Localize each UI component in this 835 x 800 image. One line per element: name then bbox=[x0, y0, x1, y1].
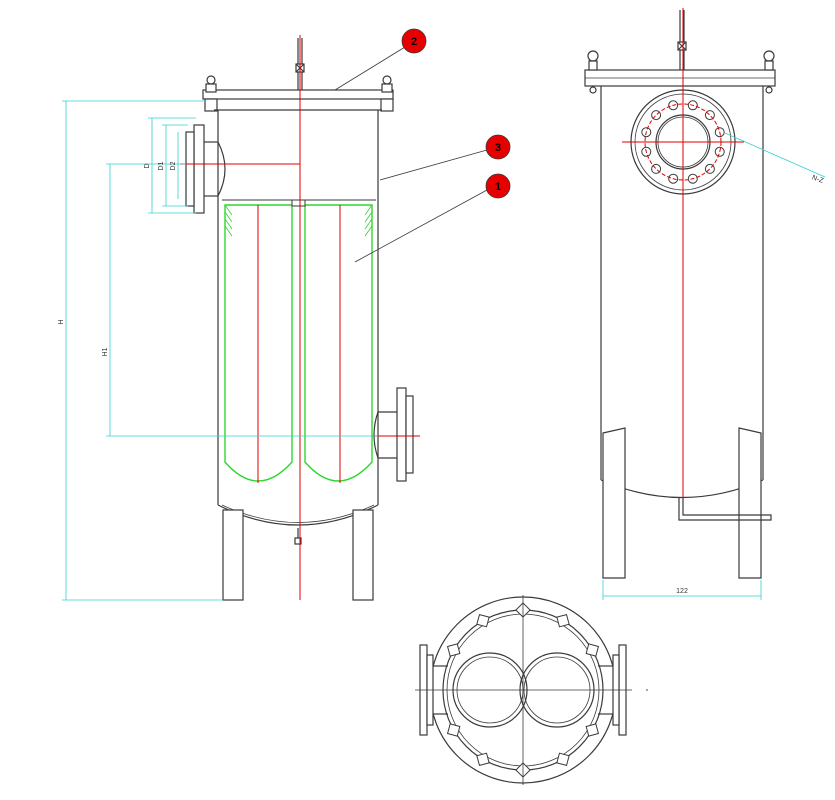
side-dimensions bbox=[602, 132, 826, 600]
lid-eye-bolt-right bbox=[380, 75, 394, 112]
outlet-nozzle bbox=[373, 387, 414, 482]
inlet-nozzle bbox=[185, 124, 226, 214]
callout-leaders bbox=[334, 46, 488, 263]
dimension-h-label: H bbox=[58, 319, 65, 324]
support-leg-right bbox=[352, 509, 374, 601]
side-centerlines bbox=[622, 8, 744, 498]
top-centerlines bbox=[415, 595, 632, 785]
side-eye-bolt-left bbox=[587, 50, 599, 94]
lid-clamp bbox=[585, 643, 600, 657]
dimension-bolt-holes-label: N-Z bbox=[811, 174, 825, 185]
side-view bbox=[584, 10, 776, 579]
side-vent-valve bbox=[677, 10, 687, 70]
svg-text:2: 2 bbox=[411, 36, 417, 48]
dimension-d1-label: D1 bbox=[158, 161, 165, 170]
filter-bag-left bbox=[224, 204, 293, 482]
dimension-h1-label: H1 bbox=[102, 347, 109, 356]
lid-clamp bbox=[556, 752, 570, 767]
front-dimensions bbox=[62, 100, 378, 601]
side-drain-pipe bbox=[678, 498, 772, 521]
svg-text:1: 1 bbox=[495, 181, 501, 193]
filter-bag-right bbox=[304, 204, 373, 482]
dimension-leg-span-label: 122 bbox=[676, 588, 688, 595]
side-leg-left bbox=[602, 427, 626, 579]
lid-eye-bolt-left bbox=[204, 75, 218, 112]
side-eye-bolt-right bbox=[763, 50, 775, 94]
support-leg-left bbox=[222, 509, 244, 601]
front-centerlines bbox=[180, 35, 420, 600]
lid-clamp bbox=[446, 723, 461, 737]
dimension-d2-label: D2 bbox=[170, 161, 177, 170]
lid-clamp bbox=[556, 613, 570, 628]
top-lid-clamps bbox=[446, 602, 600, 778]
callout-2: 2 bbox=[401, 28, 427, 54]
lid-clamp bbox=[446, 643, 461, 657]
side-leg-right bbox=[738, 427, 762, 579]
lid-clamp bbox=[585, 723, 600, 737]
housing-lid bbox=[202, 89, 394, 100]
lid-clamp bbox=[476, 752, 490, 767]
lid-clamp bbox=[476, 613, 490, 628]
svg-text:3: 3 bbox=[495, 142, 501, 154]
front-section-view bbox=[185, 38, 414, 601]
callout-3: 3 bbox=[485, 134, 511, 160]
callout-1: 1 bbox=[485, 173, 511, 199]
filter-bags bbox=[224, 204, 373, 482]
dimension-d-label: D bbox=[144, 163, 151, 168]
